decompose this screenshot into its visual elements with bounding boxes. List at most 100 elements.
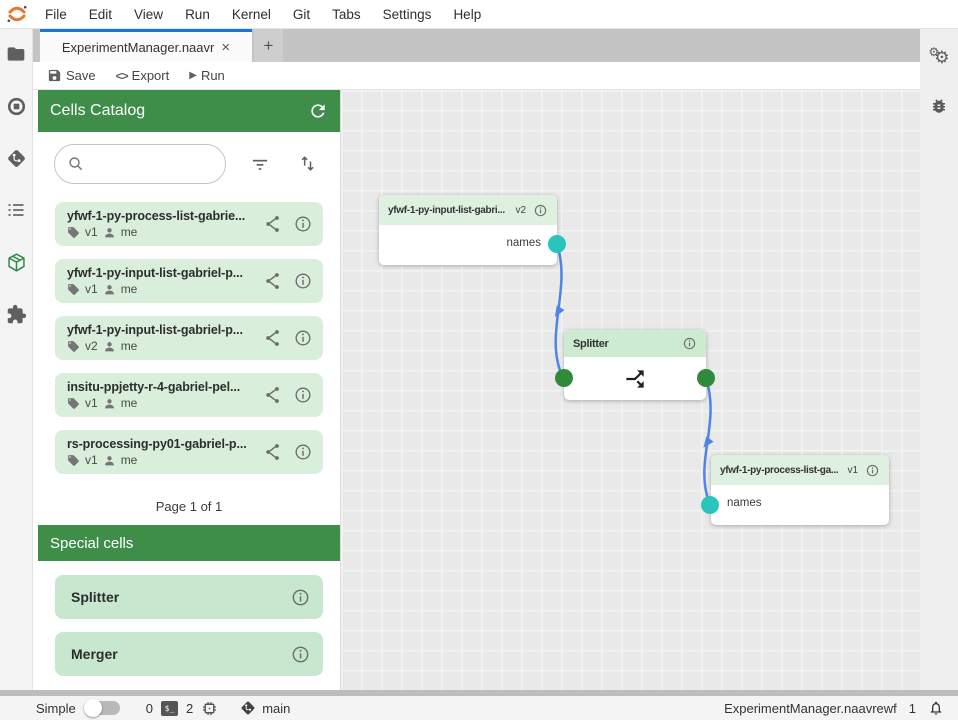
- cell-owner: me: [120, 396, 138, 410]
- export-code-icon: <>: [115, 68, 129, 83]
- tab-experiment-manager[interactable]: ExperimentManager.naavr ×: [40, 29, 252, 62]
- special-cell-splitter[interactable]: Splitter: [55, 575, 323, 619]
- new-tab-button[interactable]: +: [254, 29, 283, 62]
- info-icon[interactable]: [865, 463, 880, 478]
- left-sidebar-rail: [0, 29, 33, 690]
- cell-version: v1: [85, 282, 98, 296]
- info-icon[interactable]: [293, 214, 313, 234]
- menu-bar: File Edit View Run Kernel Git Tabs Setti…: [0, 0, 958, 29]
- bell-icon[interactable]: [928, 700, 944, 716]
- info-icon[interactable]: [533, 203, 548, 218]
- special-cell-merger[interactable]: Merger: [55, 632, 323, 676]
- node-splitter[interactable]: Splitter: [564, 330, 706, 400]
- git-branch-indicator[interactable]: main: [240, 700, 290, 716]
- edge[interactable]: [554, 242, 565, 380]
- menu-kernel[interactable]: Kernel: [231, 6, 271, 22]
- cell-card[interactable]: yfwf-1-py-process-list-gabrie... v1 me: [55, 202, 323, 246]
- window-bottom-border: [0, 690, 958, 696]
- cell-version: v1: [85, 396, 98, 410]
- cells-catalog-header: Cells Catalog: [38, 90, 340, 132]
- running-kernels-icon[interactable]: [5, 95, 27, 117]
- naavre-cells-cube-icon[interactable]: [5, 251, 27, 273]
- workflow-canvas[interactable]: yfwf-1-py-input-list-gabri... v2 names S…: [340, 90, 920, 690]
- input-port-label: names: [727, 497, 762, 509]
- save-button[interactable]: Save: [47, 68, 96, 83]
- simple-mode-toggle[interactable]: [83, 699, 120, 717]
- cell-title: yfwf-1-py-input-list-gabriel-p...: [67, 266, 243, 280]
- git-branch-name: main: [262, 700, 291, 716]
- naavre-logo-icon: [7, 5, 27, 23]
- info-icon[interactable]: [293, 385, 313, 405]
- person-icon: [104, 455, 114, 465]
- input-port-names[interactable]: [701, 496, 719, 514]
- refresh-icon[interactable]: [308, 101, 328, 121]
- debugger-bug-icon[interactable]: [928, 95, 950, 117]
- sort-button[interactable]: [298, 154, 318, 174]
- menu-settings[interactable]: Settings: [382, 6, 432, 22]
- menu-view[interactable]: View: [134, 6, 164, 22]
- node-version: v2: [515, 204, 526, 216]
- cell-card[interactable]: yfwf-1-py-input-list-gabriel-p... v2 me: [55, 316, 323, 360]
- cell-card-list: yfwf-1-py-process-list-gabrie... v1 me: [38, 192, 340, 487]
- cell-title: rs-processing-py01-gabriel-p...: [67, 437, 247, 451]
- cell-card[interactable]: rs-processing-py01-gabriel-p... v1 me: [55, 430, 323, 474]
- git-icon[interactable]: [5, 147, 27, 169]
- node-process-list[interactable]: yfwf-1-py-process-list-ga... v1 names: [711, 455, 889, 525]
- run-button[interactable]: ▶ Run: [189, 68, 225, 83]
- share-icon[interactable]: [264, 442, 284, 462]
- current-document-name: ExperimentManager.naavrewf: [724, 700, 897, 716]
- file-browser-icon[interactable]: [5, 43, 27, 65]
- menu-run[interactable]: Run: [185, 6, 210, 22]
- splitter-input-port[interactable]: [555, 369, 573, 387]
- filter-button[interactable]: [250, 154, 270, 174]
- info-icon[interactable]: [290, 644, 311, 665]
- tab-close-icon[interactable]: ×: [221, 38, 231, 56]
- share-icon[interactable]: [264, 271, 284, 291]
- catalog-search-row: [38, 132, 340, 192]
- menu-git[interactable]: Git: [292, 6, 311, 22]
- share-icon[interactable]: [264, 214, 284, 234]
- app-logo[interactable]: [0, 3, 34, 25]
- search-icon: [69, 157, 83, 171]
- output-port-names[interactable]: [548, 235, 566, 253]
- menu-file[interactable]: File: [45, 6, 67, 22]
- tag-icon: [68, 226, 79, 238]
- cell-title: yfwf-1-py-input-list-gabriel-p...: [67, 323, 243, 337]
- node-title: yfwf-1-py-process-list-ga...: [720, 464, 839, 476]
- share-icon[interactable]: [264, 385, 284, 405]
- info-icon[interactable]: [293, 328, 313, 348]
- tag-icon: [68, 340, 79, 352]
- cells-catalog-title: Cells Catalog: [50, 102, 146, 119]
- splitter-output-port[interactable]: [697, 369, 715, 387]
- menu-help[interactable]: Help: [453, 6, 482, 22]
- sort-arrows-icon: [301, 156, 314, 171]
- person-icon: [104, 398, 114, 408]
- info-icon[interactable]: [290, 587, 311, 608]
- document-toolbar: Save <> Export ▶ Run: [33, 62, 920, 90]
- info-icon[interactable]: [293, 271, 313, 291]
- cell-title: insitu-ppjetty-r-4-gabriel-pel...: [67, 380, 241, 394]
- tab-bar: ExperimentManager.naavr × +: [33, 29, 920, 62]
- cell-card[interactable]: insitu-ppjetty-r-4-gabriel-pel... v1 me: [55, 373, 323, 417]
- search-input[interactable]: [91, 156, 211, 172]
- cells-catalog-panel: Cells Catalog: [38, 90, 340, 690]
- table-of-contents-icon[interactable]: [5, 199, 27, 221]
- cell-card[interactable]: yfwf-1-py-input-list-gabriel-p... v1 me: [55, 259, 323, 303]
- menu-edit[interactable]: Edit: [88, 6, 113, 22]
- node-input-list[interactable]: yfwf-1-py-input-list-gabri... v2 names: [379, 195, 557, 265]
- main-column: ExperimentManager.naavr × + Save <> Expo…: [33, 29, 920, 690]
- extensions-puzzle-icon[interactable]: [5, 303, 27, 325]
- person-icon: [104, 284, 114, 294]
- filter-icon: [252, 159, 268, 170]
- info-icon[interactable]: [293, 442, 313, 462]
- property-inspector-gears-icon[interactable]: ⚙⚙: [928, 44, 950, 68]
- save-label: Save: [66, 68, 96, 83]
- kernel-chip-icon: [203, 701, 217, 715]
- menu-tabs[interactable]: Tabs: [332, 6, 361, 22]
- export-button[interactable]: <> Export: [116, 68, 170, 83]
- cell-version: v1: [85, 453, 98, 467]
- info-icon[interactable]: [682, 336, 697, 351]
- share-icon[interactable]: [264, 328, 284, 348]
- terminals-indicator[interactable]: 0 $_ 2: [146, 700, 218, 717]
- search-field[interactable]: [54, 144, 226, 184]
